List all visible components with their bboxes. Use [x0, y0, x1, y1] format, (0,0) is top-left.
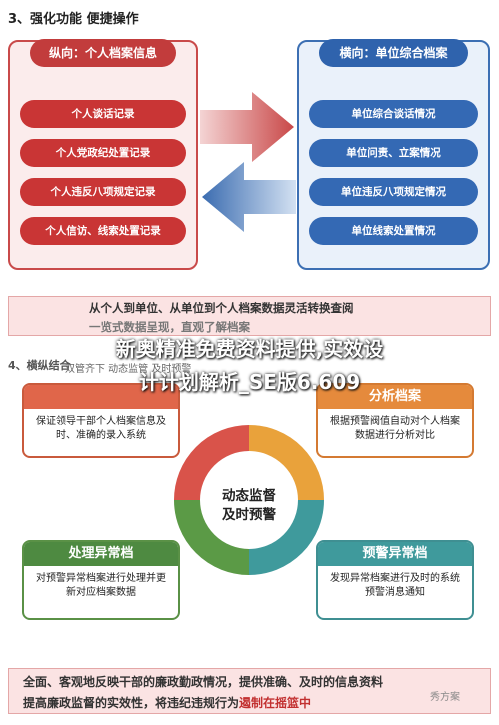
section4-subtitle: 双管齐下 动态监管 及时预警 [65, 364, 192, 375]
alert-box-heading: 预警异常档 [318, 542, 472, 566]
entry-box: 保证领导干部个人档案信息及时、准确的录入系统 [22, 383, 180, 458]
personal-discipline-record: 个人党政纪处置记录 [20, 139, 186, 167]
conversion-banner-line1: 从个人到单位、从单位到个人档案数据灵活转换查阅 [89, 301, 354, 315]
overlay-title-line1: 新奥精准免费资料提供,实效设 [115, 337, 384, 361]
section3-title: 3、强化功能 便捷操作 [8, 12, 139, 27]
personal-eight-rules-record: 个人违反八项规定记录 [20, 178, 186, 206]
personal-archive-panel: 纵向：个人档案信息 个人谈话记录 个人党政纪处置记录 个人违反八项规定记录 个人… [8, 39, 198, 270]
ring-segment-analysis [248, 425, 324, 501]
unit-eight-rules-situation: 单位违反八项规定情况 [309, 178, 478, 206]
summary-line2-text: 提高廉政监督的实效性，将违纪违规行为 [23, 696, 240, 710]
monitoring-cycle-ring [174, 425, 324, 575]
left-arrow-icon [202, 162, 296, 232]
summary-banner: 全面、客观地反映干部的廉政勤政情况，提供准确、及时的信息资料 提高廉政监督的实效… [8, 668, 491, 714]
summary-line2: 提高廉政监督的实效性，将违纪违规行为遏制在摇篮中 [23, 694, 311, 711]
summary-line2-highlight: 遏制在摇篮中 [239, 696, 312, 710]
personal-archive-heading: 纵向：个人档案信息 [30, 39, 176, 67]
summary-line1: 全面、客观地反映干部的廉政勤政情况，提供准确、及时的信息资料 [23, 675, 384, 689]
unit-accountability-situation: 单位问责、立案情况 [309, 139, 478, 167]
ring-segment-alert [248, 499, 324, 575]
overlay-title-line2: 计计划解析_SE版6.609 [138, 370, 361, 394]
watermark-text: 秀方案 [430, 692, 460, 703]
ring-center-line1: 动态监督 [222, 488, 276, 504]
personal-petition-record: 个人信访、线索处置记录 [20, 217, 186, 245]
alert-box: 预警异常档 发现异常档案进行及时的系统预警消息通知 [316, 540, 474, 620]
analysis-box: 分析档案 根据预警阀值自动对个人档案数据进行分析对比 [316, 383, 474, 458]
personal-talk-record: 个人谈话记录 [20, 100, 186, 128]
ring-center-line2: 及时预警 [222, 507, 276, 523]
entry-box-text: 保证领导干部个人档案信息及时、准确的录入系统 [36, 416, 166, 441]
unit-talk-situation: 单位综合谈话情况 [309, 100, 478, 128]
handle-box-text: 对预警异常档案进行处理并更新对应档案数据 [36, 573, 166, 598]
ring-segment-handle [174, 499, 250, 575]
ring-segment-entry [174, 425, 250, 501]
analysis-box-text: 根据预警阀值自动对个人档案数据进行分析对比 [330, 416, 460, 441]
handle-box-heading: 处理异常档 [24, 542, 178, 566]
unit-archive-heading: 横向：单位综合档案 [319, 39, 468, 67]
entry-box-heading [24, 385, 178, 409]
unit-archive-panel: 横向：单位综合档案 单位综合谈话情况 单位问责、立案情况 单位违反八项规定情况 … [297, 39, 490, 270]
alert-box-text: 发现异常档案进行及时的系统预警消息通知 [330, 573, 460, 598]
handle-box: 处理异常档 对预警异常档案进行处理并更新对应档案数据 [22, 540, 180, 620]
analysis-box-heading: 分析档案 [318, 385, 472, 409]
unit-clue-situation: 单位线索处置情况 [309, 217, 478, 245]
section4-title: 4、横纵结合 [8, 359, 71, 372]
right-arrow-icon [200, 92, 294, 162]
ring-center-label: 动态监督 及时预警 [199, 487, 299, 525]
conversion-banner: 从个人到单位、从单位到个人档案数据灵活转换查阅 一览式数据呈现，直观了解档案 [8, 296, 491, 336]
conversion-banner-line2: 一览式数据呈现，直观了解档案 [89, 320, 250, 334]
